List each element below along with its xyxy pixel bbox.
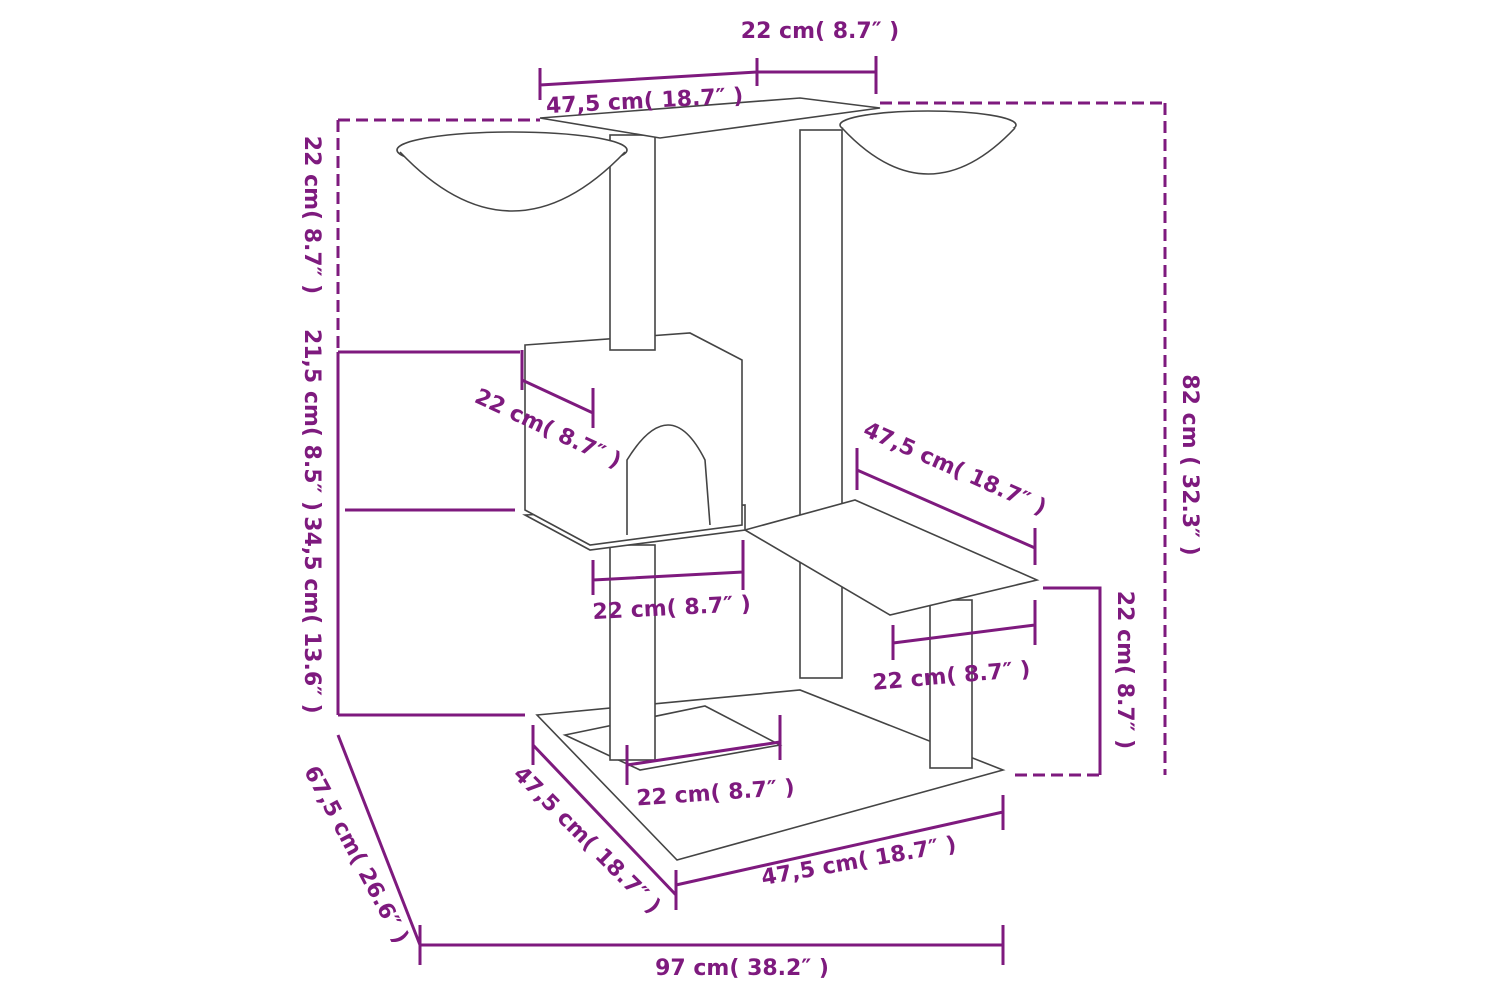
post-middle — [799, 129, 843, 679]
label-right-platform-depth: 47,5 cm( 18.7″ ) — [859, 417, 1050, 520]
hammock-right-bowl — [841, 127, 1016, 175]
post-left-upper — [609, 134, 656, 351]
right-platform — [742, 499, 1040, 616]
label-total-width: 97 cm( 38.2″ ) — [655, 956, 829, 981]
label-base-width: 47,5 cm( 18.7″ ) — [759, 832, 958, 891]
top-platform — [539, 97, 881, 139]
label-right-platform-height: 22 cm( 8.7″ ) — [1112, 591, 1137, 749]
post-left-lower — [609, 544, 656, 761]
cat-tree-drawing — [396, 97, 1040, 861]
label-left-bottom-height: 34,5 cm( 13.6″ ) — [299, 516, 324, 713]
label-total-height: 82 cm ( 32.3″ ) — [1177, 374, 1202, 555]
label-top-width: 22 cm( 8.7″ ) — [741, 19, 899, 44]
label-total-depth: 67,5 cm( 26.6″ ) — [298, 762, 413, 948]
dimension-lines — [336, 56, 1167, 965]
house-entrance — [626, 424, 711, 535]
hammock-left-bowl — [399, 151, 626, 212]
label-left-middle-height: 21,5 cm( 8.5″ ) — [299, 329, 324, 511]
label-left-top-height: 22 cm( 8.7″ ) — [299, 136, 324, 294]
